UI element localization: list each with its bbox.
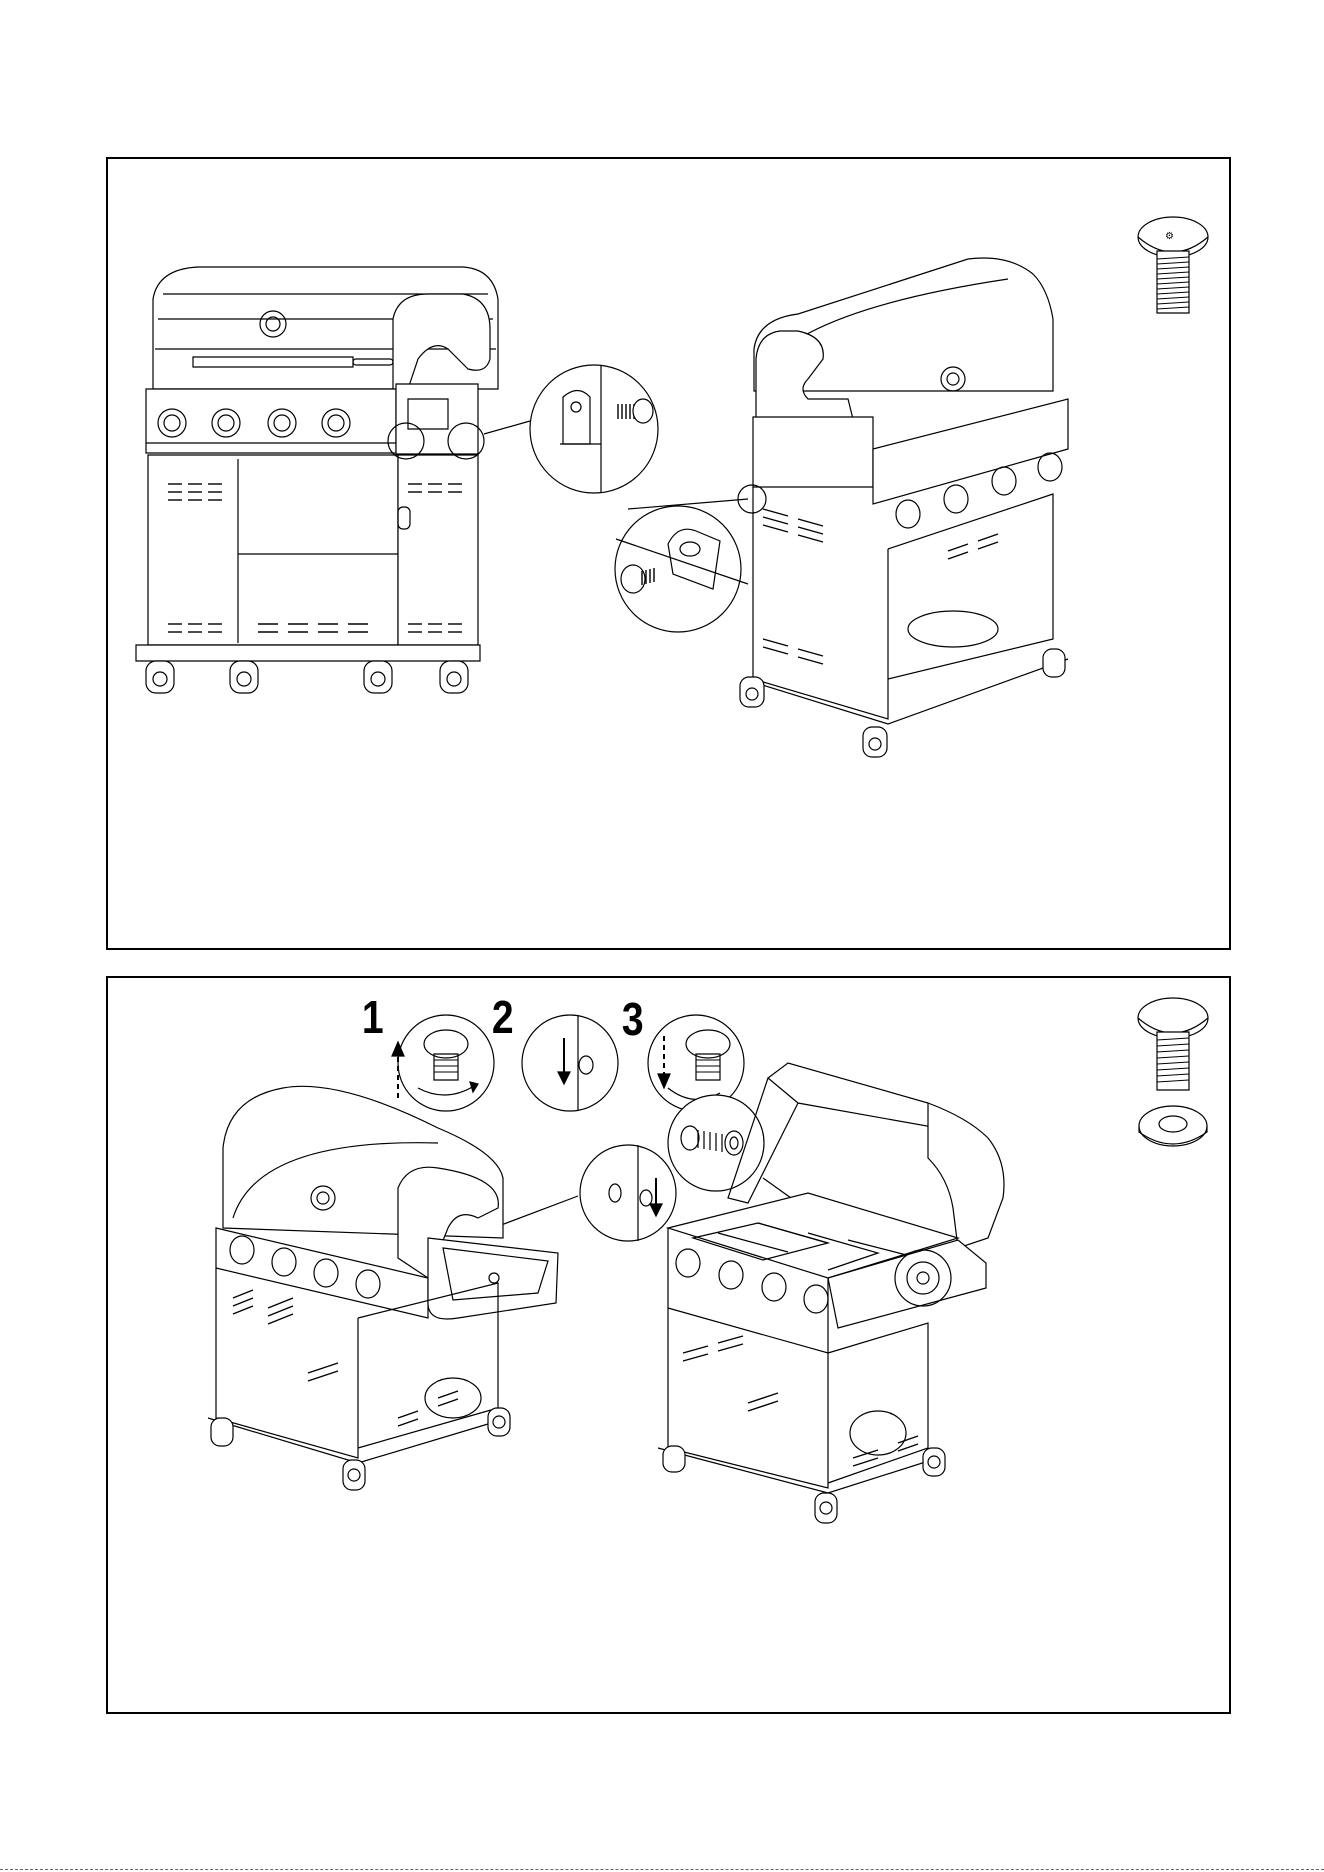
washer-icon [1139, 1106, 1207, 1146]
grill-angled-view [738, 258, 1068, 757]
carriage-bolt-icon [1138, 998, 1208, 1090]
grill-side-shelf-view [208, 1086, 558, 1490]
svg-text:⚙: ⚙ [1165, 231, 1174, 242]
bolt-washer-magnifier [668, 1095, 798, 1203]
grill-front-view [136, 267, 498, 693]
step-number-3: 3 [622, 996, 644, 1042]
bolt-detail-magnifier-bottom [615, 499, 748, 632]
page-bottom-rule [0, 1869, 1324, 1870]
step-number-2: 2 [492, 994, 514, 1040]
step-2-slide-hook-magnifier [522, 1015, 618, 1111]
step-number-1: 1 [362, 994, 384, 1040]
step-1-loosen-bolt-magnifier [392, 1015, 494, 1111]
assembly-panel-1: ⚙ [106, 157, 1231, 950]
carriage-bolt-icon: ⚙ [1138, 217, 1208, 313]
assembly-panel-2: 1 2 3 [106, 976, 1231, 1714]
hook-slot-magnifier [480, 1145, 676, 1241]
bolt-detail-magnifier-top [484, 365, 658, 493]
